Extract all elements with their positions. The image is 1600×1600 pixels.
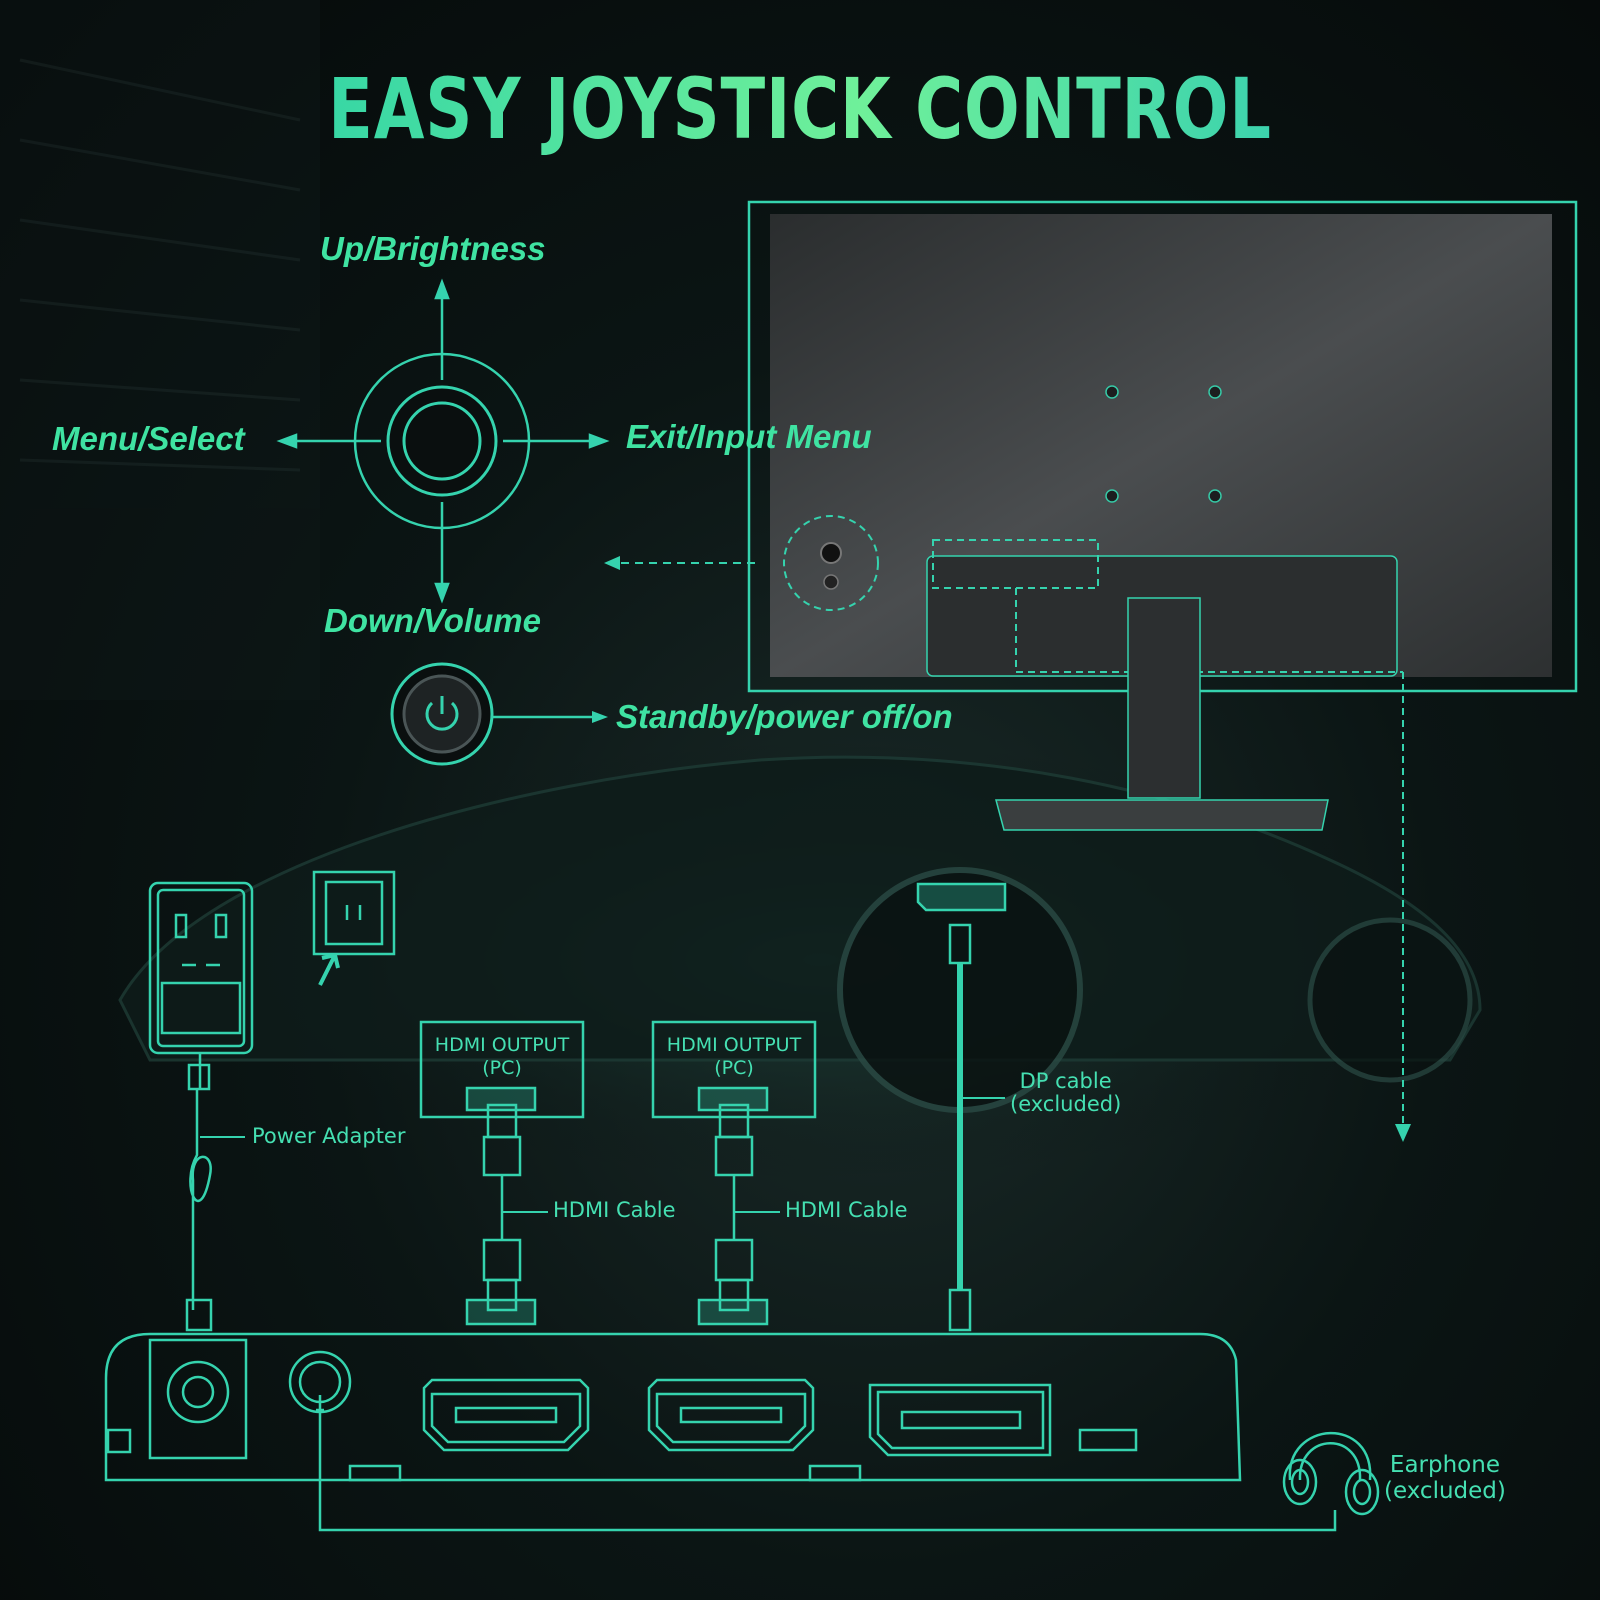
dc-power-port	[106, 1338, 248, 1460]
earphone-cable	[318, 1470, 1337, 1532]
monitor-port-panel	[104, 1332, 1242, 1482]
monitor-stand-base	[995, 799, 1329, 831]
dp-cable-line1: DP cable	[1019, 1069, 1112, 1093]
label-up-brightness: Up/Brightness	[320, 230, 546, 267]
label-exit-input-menu: Exit/Input Menu	[626, 418, 872, 455]
hdmi-port-icon-2	[647, 1378, 815, 1452]
dp-cable-line2: (excluded)	[1010, 1092, 1122, 1116]
page-title: EASY JOYSTICK CONTROL	[176, 60, 1424, 158]
hdmi-cable-1	[465, 1086, 548, 1326]
hdmi-cable-2	[697, 1086, 780, 1326]
earphone-line1: Earphone	[1389, 1452, 1500, 1478]
label-earphone: Earphone (excluded)	[1384, 1452, 1506, 1504]
hdmi-output-box-1-label: HDMI OUTPUT (PC)	[421, 1034, 583, 1080]
hdmi-output-2-line1: HDMI OUTPUT	[666, 1034, 802, 1056]
city-building-left	[0, 0, 320, 700]
monitor-stand-neck	[1127, 597, 1201, 799]
car-wheel-rear	[1307, 917, 1473, 1083]
dp-cable	[916, 882, 1007, 1332]
hdmi-port-icon	[422, 1378, 590, 1452]
hdmi-output-1-line1: HDMI OUTPUT	[434, 1034, 570, 1056]
power-icon	[390, 662, 494, 766]
label-standby-power: Standby/power off/on	[616, 698, 953, 735]
hdmi-output-box-2	[651, 1020, 817, 1119]
hdmi-output-box-1	[419, 1020, 585, 1119]
label-down-volume: Down/Volume	[324, 602, 541, 639]
car-silhouette	[118, 755, 1482, 1062]
audio-jack-port	[288, 1350, 352, 1470]
label-menu-select: Menu/Select	[52, 420, 245, 457]
label-power-adapter: Power Adapter	[252, 1124, 406, 1148]
label-hdmi-cable-2: HDMI Cable	[785, 1198, 908, 1222]
joystick-button-icon	[820, 542, 842, 564]
earphone-line2: (excluded)	[1384, 1478, 1506, 1504]
hdmi-output-1-line2: (PC)	[482, 1057, 522, 1079]
joystick-callout-circle	[783, 515, 879, 611]
power-plug-icon	[148, 881, 254, 1055]
vesa-mount-holes	[1105, 385, 1222, 503]
headphones-icon	[1282, 1431, 1380, 1516]
label-hdmi-cable-1: HDMI Cable	[553, 1198, 676, 1222]
power-button-small-icon	[823, 574, 839, 590]
label-dp-cable: DP cable (excluded)	[1010, 1070, 1121, 1116]
wall-socket-icon	[312, 870, 396, 986]
dp-port-icon	[868, 1383, 1052, 1457]
power-adapter-cable	[189, 1053, 212, 1310]
hdmi-output-box-2-label: HDMI OUTPUT (PC)	[653, 1034, 815, 1080]
hdmi-output-2-line2: (PC)	[714, 1057, 754, 1079]
